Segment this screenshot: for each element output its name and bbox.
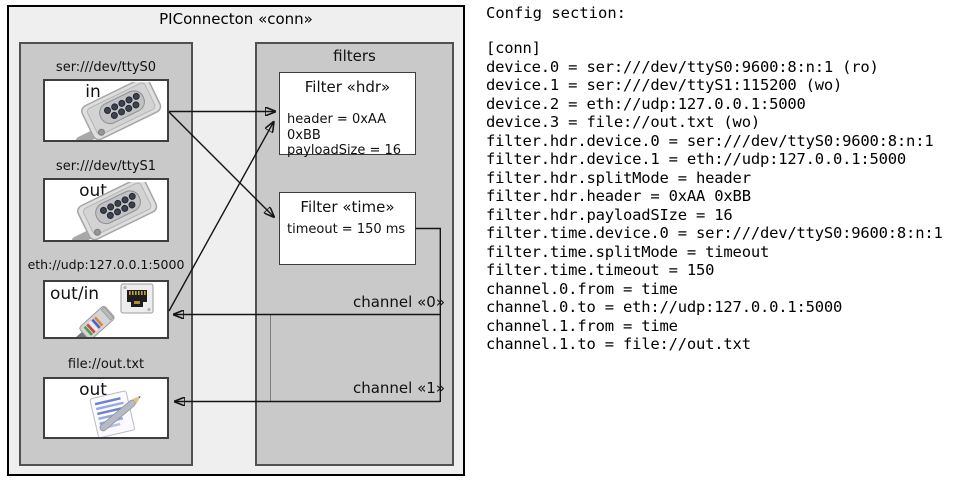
filter-properties: timeout = 150 ms (287, 222, 406, 237)
port-direction-label: out (79, 380, 107, 400)
piconnecton-diagram-frame: PIConnecton «conn» ser:///dev/ttyS0 in (7, 5, 465, 476)
serial-connector-icon (71, 182, 158, 240)
filter-box-hdr: Filter «hdr» header = 0xAA 0xBB payloadS… (279, 72, 416, 158)
port-direction-label: out/in (50, 284, 100, 304)
serial-connector-icon (75, 82, 162, 140)
ethernet-connector-icon (74, 283, 154, 337)
device-url-label: ser:///dev/ttyS1 (55, 159, 157, 174)
config-section-heading: Config section: (486, 4, 626, 22)
notepad-pencil-icon (89, 390, 141, 437)
channel-1-label: channel «1» (352, 379, 445, 397)
channel-lane-divider (270, 315, 271, 402)
diagram-title: PIConnecton «conn» (159, 10, 313, 28)
filter-properties: header = 0xAA 0xBB payloadSize = 16 (287, 112, 402, 158)
port-direction-label: in (85, 82, 101, 102)
filter-title: Filter «hdr» (304, 78, 391, 96)
devices-panel: ser:///dev/ttyS0 in ser:///dev/ttyS1 (19, 42, 193, 466)
device-box-ttyS1: out (43, 178, 169, 242)
device-box-ttyS0: in (43, 79, 169, 142)
port-direction-label: out (79, 181, 107, 201)
filters-panel: filters Filter «hdr» header = 0xAA 0xBB … (255, 42, 454, 466)
device-box-eth: out/in (43, 280, 169, 339)
filter-box-time: Filter «time» timeout = 150 ms (279, 192, 416, 265)
channel-0-label: channel «0» (352, 293, 445, 311)
filters-panel-title: filters (333, 47, 376, 65)
device-url-label: ser:///dev/ttyS0 (55, 60, 157, 75)
config-section-text: [conn] device.0 = ser:///dev/ttyS0:9600:… (486, 39, 943, 353)
device-url-label: eth://udp:127.0.0.1:5000 (27, 257, 185, 272)
device-box-file: out (43, 377, 169, 439)
filter-title: Filter «time» (300, 198, 395, 216)
device-url-label: file://out.txt (67, 357, 145, 372)
